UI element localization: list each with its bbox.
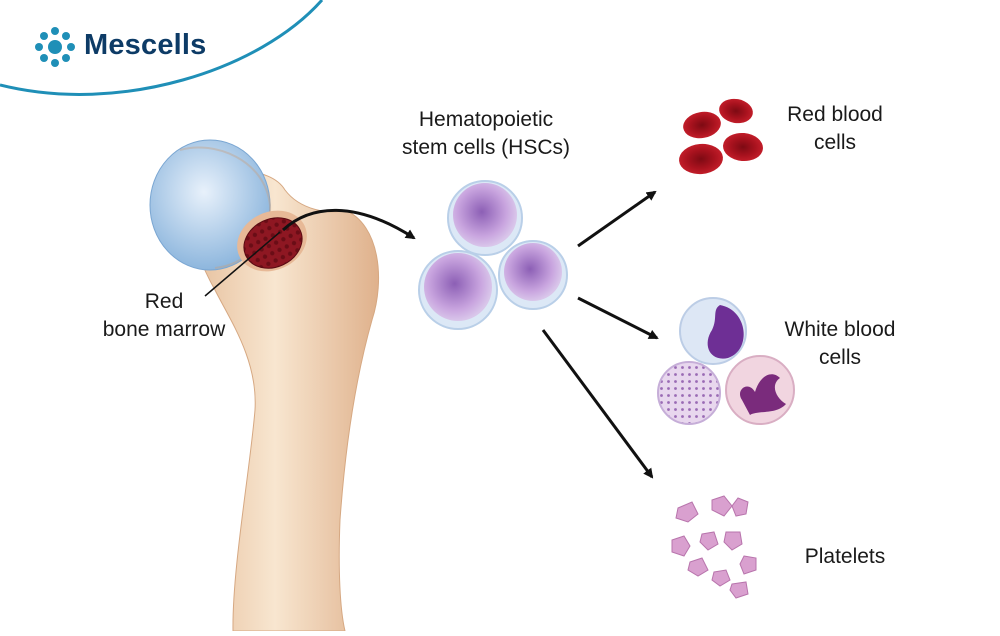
arrow-to-platelets [541,329,654,479]
stem-cell [447,180,523,256]
marrow-pointer-line [204,231,281,297]
hsc-label-line2: stem cells (HSCs) [401,136,570,159]
marrow-label-line2: bone marrow [102,318,226,341]
cell-ring-icon [35,27,75,67]
stem-cell [418,250,498,330]
brand-name: Mescells [84,29,207,61]
red-blood-cell [683,111,721,139]
platelets-label: Platelets [804,545,886,568]
red-blood-cell [679,143,723,175]
rbc-label-line2: cells [813,131,856,154]
wbc-label: White blood cells [770,316,910,372]
rbc-label-line1: Red blood [787,103,883,126]
stem-cell [498,240,568,310]
marrow-label: Red bone marrow [94,288,234,344]
rbc-label: Red blood cells [770,101,900,157]
wbc-label-line2: cells [818,346,861,369]
hsc-label-line1: Hematopoietic [418,108,554,131]
marrow-to-hsc-arrow [281,208,416,240]
arrow-to-white-cells [577,296,659,340]
neutrophil-cell [725,355,795,425]
platelet-cluster [671,495,757,599]
hsc-label: Hematopoietic stem cells (HSCs) [396,106,576,162]
brand-swoosh [0,0,324,96]
arrow-to-red-cells [577,190,657,248]
marrow-label-line1: Red [144,290,184,313]
red-blood-cell [719,98,753,124]
red-blood-cell [723,132,763,162]
granulocyte-cell [657,361,721,425]
lymphocyte-cell [679,297,747,365]
wbc-label-line1: White blood [784,318,896,341]
